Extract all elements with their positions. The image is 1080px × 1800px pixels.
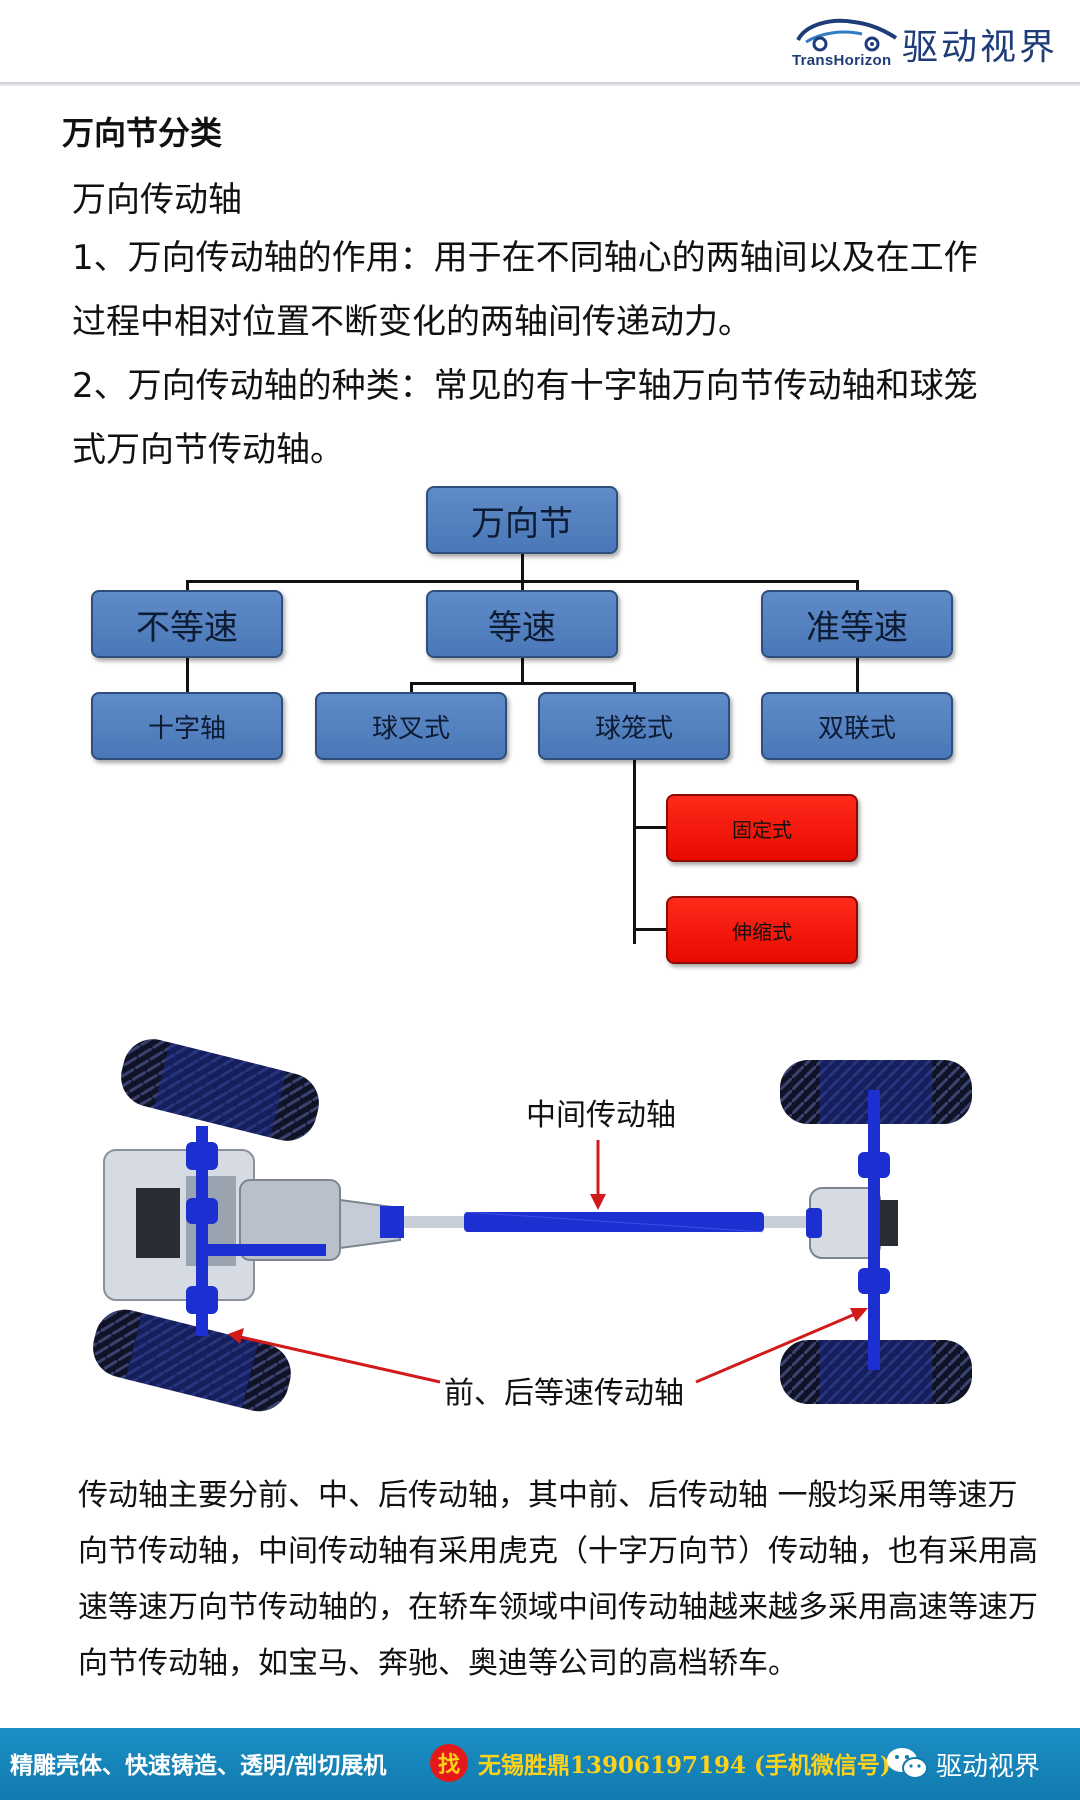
- tree-node-unequal-speed: 不等速: [91, 590, 283, 658]
- drivetrain-drawing: [93, 1039, 972, 1412]
- cv-shaft-label: 前、后等速传动轴: [444, 1376, 684, 1411]
- summary-paragraph: 传动轴主要分前、中、后传动轴，其中前、后传动轴 一般均采用等速万向节传动轴，中间…: [78, 1478, 1038, 1681]
- engine-block: [103, 1149, 404, 1301]
- drivetrain-illustration: 中间传动轴 前、后等速传动轴: [0, 1030, 1080, 1430]
- middle-drive-shaft: [404, 1211, 810, 1233]
- tree-node-cross-shaft: 十字轴: [91, 692, 283, 760]
- footer-find-badge: 找: [430, 1744, 468, 1782]
- logo-chinese-text: 驱动视界: [902, 27, 1059, 68]
- footer-banner: 精雕壳体、快速铸造、透明/剖切展机 找 无锡胜鼎13906197194 (手机微…: [0, 1728, 1080, 1800]
- middle-shaft-label: 中间传动轴: [526, 1098, 676, 1133]
- tree-node-root: 万向节: [426, 486, 618, 554]
- classification-tree: 万向节 不等速 等速 准等速 十字轴 球叉式 球笼式 双联式 固定式 伸缩式: [0, 470, 1080, 990]
- front-right-tire: [93, 1309, 291, 1412]
- tree-node-double-joint: 双联式: [761, 692, 953, 760]
- connector: [633, 826, 669, 829]
- wechat-icon: [887, 1748, 928, 1779]
- connector: [856, 656, 859, 706]
- brand-logo: TransHorizon 驱动视界: [786, 12, 1066, 72]
- footer-services-text: 精雕壳体、快速铸造、透明/剖切展机: [10, 1752, 387, 1779]
- footer-contact-text: 无锡胜鼎13906197194 (手机微信号): [478, 1752, 891, 1779]
- tree-node-telescopic: 伸缩式: [666, 896, 858, 964]
- front-cv-shaft: [186, 1126, 326, 1336]
- connector: [633, 928, 669, 931]
- tree-node-constant-speed: 等速: [426, 590, 618, 658]
- page-title: 万向节分类: [62, 114, 223, 152]
- rear-axle: [806, 1090, 898, 1370]
- section-subtitle: 万向传动轴: [72, 180, 242, 220]
- logo-english-text: TransHorizon: [792, 52, 892, 69]
- tree-node-quasi-constant-speed: 准等速: [761, 590, 953, 658]
- rear-right-tire: [780, 1340, 972, 1404]
- paragraph-function: 1、万向传动轴的作用：用于在不同轴心的两轴间以及在工作过程中相对位置不断变化的两…: [72, 238, 978, 342]
- tree-node-fixed: 固定式: [666, 794, 858, 862]
- callout-arrows: [228, 1140, 868, 1384]
- tree-node-ball-cage: 球笼式: [538, 692, 730, 760]
- front-left-tire: [121, 1039, 319, 1141]
- car-logo-icon: [796, 18, 898, 52]
- footer-brand-name: 驱动视界: [936, 1752, 1041, 1782]
- connector: [521, 656, 524, 684]
- header-divider: [0, 82, 1080, 86]
- connector: [410, 682, 636, 685]
- header-bar: TransHorizon 驱动视界: [0, 0, 1080, 86]
- connector: [521, 552, 524, 582]
- connector: [633, 758, 636, 944]
- connector: [186, 656, 189, 706]
- tree-node-ball-fork: 球叉式: [315, 692, 507, 760]
- paragraph-types: 2、万向传动轴的种类：常见的有十字轴万向节传动轴和球笼式万向节传动轴。: [72, 366, 978, 470]
